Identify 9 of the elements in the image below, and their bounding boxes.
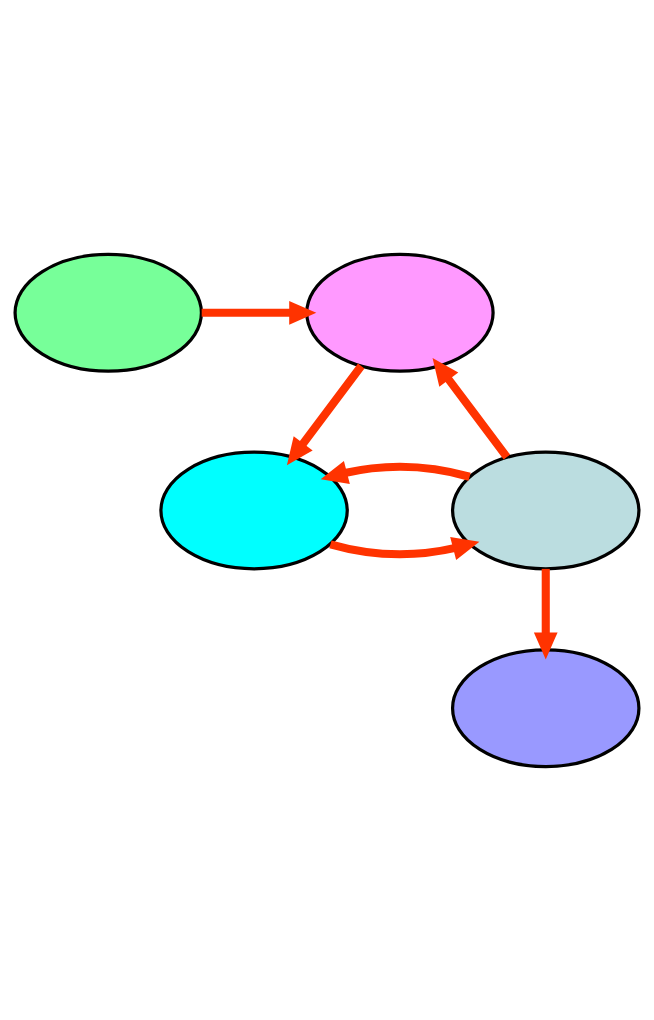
node-ellipse (305, 252, 495, 373)
arrow (432, 357, 511, 459)
node-ellipse (13, 252, 204, 373)
arrow (286, 363, 365, 465)
arrow (533, 568, 558, 659)
node-ellipse (450, 647, 641, 768)
arrow (329, 536, 480, 560)
arrow (320, 460, 471, 484)
arrow (201, 300, 317, 325)
